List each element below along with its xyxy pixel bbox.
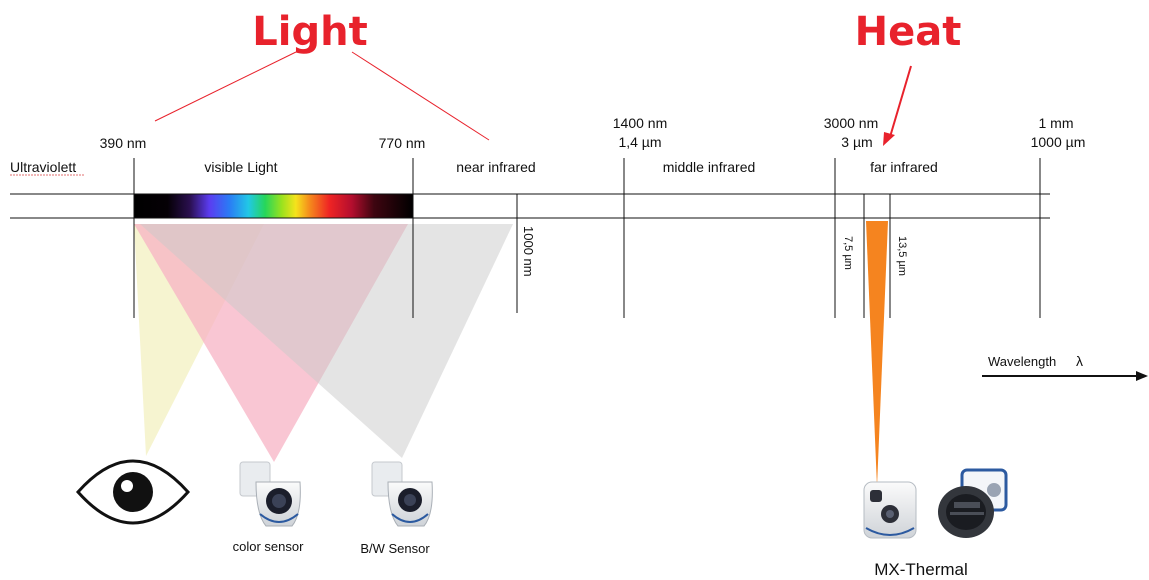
tick-label-770nm: 770 nm [379,135,426,151]
light-connector-left [154,51,297,122]
thermal-camera-icon [863,481,917,539]
tick-label-7-5um: 7,5 µm [842,236,854,270]
tick-label-1400nm: 1400 nm [613,115,667,131]
tick-label-3000nm: 3000 nm [824,115,878,131]
bw-sensor-caption: B/W Sensor [360,541,430,556]
heat-arrow-head [883,132,895,146]
color-sensor-caption: color sensor [233,539,304,554]
region-label-middle-infrared: middle infrared [663,159,756,175]
heat-heading: Heat [855,9,962,55]
region-label-near-infrared: near infrared [456,159,535,175]
tick-label-1000um: 1000 µm [1031,134,1086,150]
bw-camera-icon [371,461,433,527]
thermal-camera-mount-icon [938,468,1008,538]
region-label-ultraviolet: Ultraviolett [10,159,76,175]
tick-label-390nm: 390 nm [100,135,147,151]
bw-sensor-cone [140,224,513,458]
thermal-beam [866,221,888,487]
light-heading: Light [252,9,367,55]
region-label-visible: visible Light [204,159,277,175]
tick-label-1-4um: 1,4 µm [618,134,661,150]
heat-arrow-shaft [889,65,912,138]
eye-icon [75,459,191,525]
light-connector-right [351,51,490,141]
color-camera-icon [239,461,301,527]
lambda-symbol: λ [1076,353,1083,369]
tick-label-1mm: 1 mm [1039,115,1074,131]
tick-label-1000nm: 1000 nm [521,226,536,277]
tick-label-13-5um: 13,5 µm [896,236,908,276]
region-label-far-infrared: far infrared [870,159,938,175]
tick-label-3um: 3 µm [841,134,872,150]
visible-spectrum-bar [134,194,413,218]
mx-thermal-caption: MX-Thermal [874,560,968,579]
wavelength-arrow-head [1136,371,1148,381]
wavelength-label: Wavelength [988,354,1056,369]
